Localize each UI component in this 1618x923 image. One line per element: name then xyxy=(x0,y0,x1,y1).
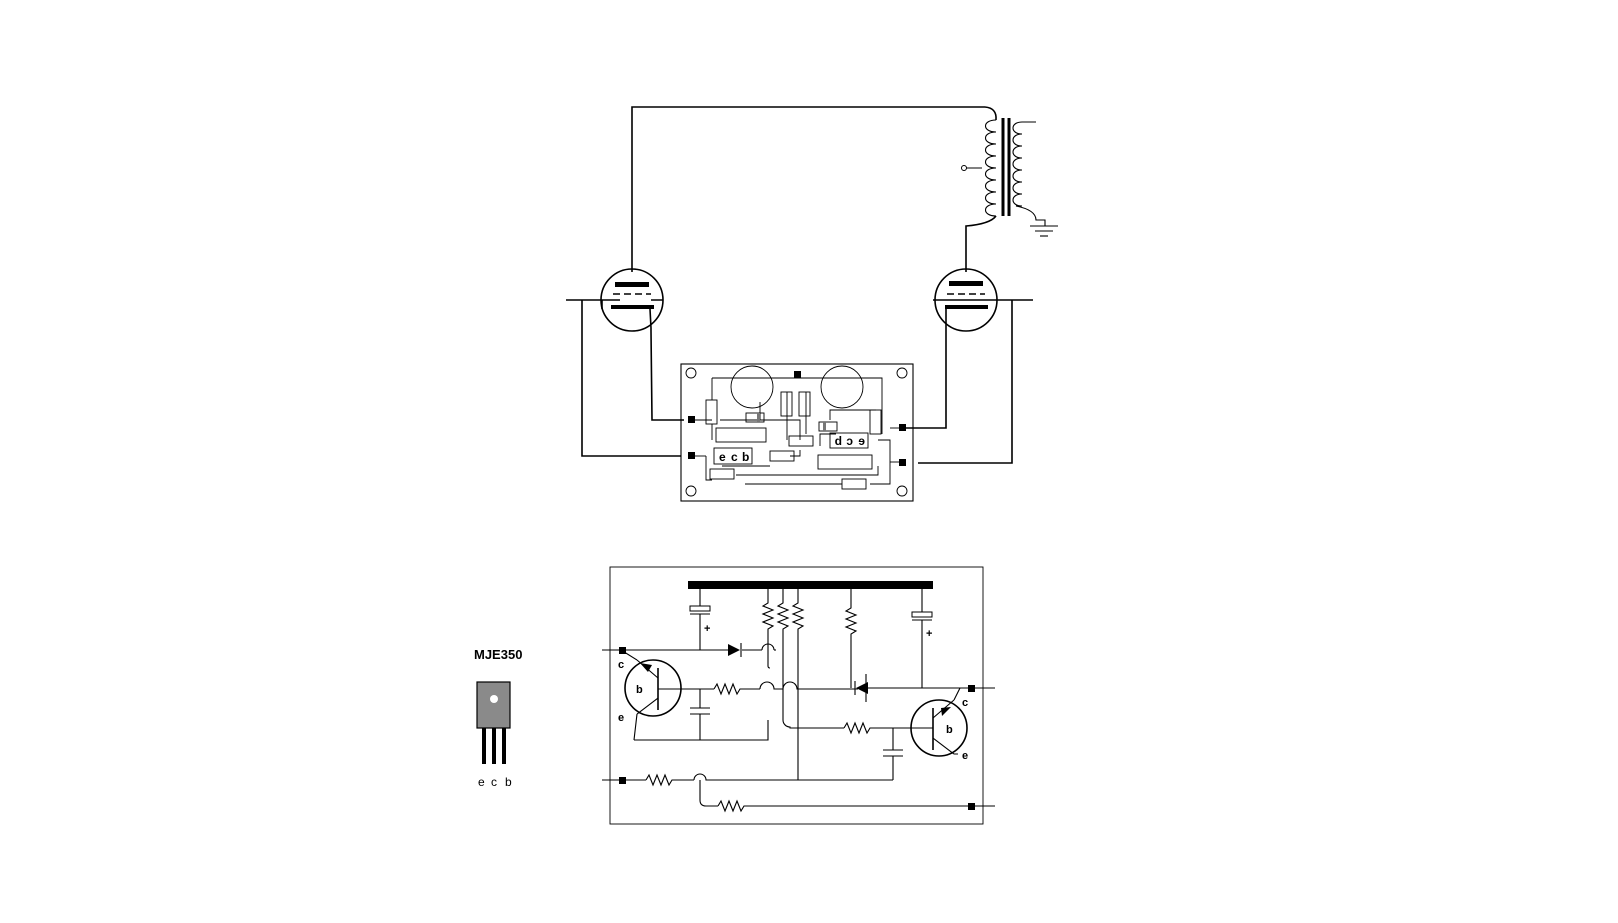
transistor-part-name: MJE350 xyxy=(474,647,522,662)
transformer-primary-winding xyxy=(961,119,997,272)
transistor-pin-e: e xyxy=(478,775,485,789)
output-tube-left xyxy=(566,268,684,457)
horizontal-resistor-bottom-right xyxy=(717,799,968,813)
bias-schematic: + + xyxy=(602,566,995,825)
vertical-resistor-2 xyxy=(776,589,790,720)
horizontal-resistor-left-base xyxy=(713,682,760,696)
diode-left xyxy=(728,643,742,657)
plate-wire-corner xyxy=(984,106,997,121)
pcb-transistor-right xyxy=(829,432,869,449)
transistor-right-symbol: c b e xyxy=(910,687,968,762)
diode-right xyxy=(854,674,868,702)
pcb-pad-right-2 xyxy=(899,459,906,466)
plate-wire-left xyxy=(631,106,985,272)
horizontal-resistor-bottom-left xyxy=(645,773,694,787)
pcb-capacitor-outline-left xyxy=(730,365,774,409)
transformer-secondary-winding xyxy=(1012,121,1046,226)
right-transistor-b: b xyxy=(946,724,953,736)
pcb-pad-left-2 xyxy=(688,452,695,459)
left-transistor-e: e xyxy=(618,712,624,724)
tube-left-grid-wire xyxy=(581,300,681,457)
pcb-capacitor-outline-right xyxy=(820,365,864,409)
cap-right-plus: + xyxy=(926,628,932,640)
schematic-frame xyxy=(609,566,984,825)
transistor-package xyxy=(476,681,511,729)
pcb-pad-left-1 xyxy=(688,416,695,423)
plate-wire-right xyxy=(965,215,997,272)
vertical-resistor-3 xyxy=(791,589,805,780)
pcb-transistor-left-pin-c: c xyxy=(731,450,738,464)
tube-right-grid-wire xyxy=(918,300,1013,464)
tube-left-cathode-wire xyxy=(649,308,684,421)
pcb-transistor-right-pin-e: e xyxy=(858,434,865,448)
pcb-transistor-left-pin-e: e xyxy=(719,450,726,464)
transistor-pin-b: b xyxy=(505,775,512,789)
mje350-pinout: MJE350 e c b xyxy=(474,647,522,789)
ground-icon xyxy=(1030,225,1058,237)
pcb-transistor-right-pin-b: b xyxy=(835,434,842,448)
left-transistor-c: c xyxy=(618,659,624,671)
left-transistor-b: b xyxy=(636,684,643,696)
vertical-resistor-4 xyxy=(844,589,858,688)
transistor-left-symbol: c b e xyxy=(618,649,682,741)
tube-right-cathode-wire xyxy=(904,309,947,429)
right-transistor-e: e xyxy=(962,750,968,762)
pcb-layout: e c b e c b xyxy=(680,363,914,502)
cap-left-plus: + xyxy=(704,623,710,635)
pcb-outline xyxy=(680,363,914,502)
vertical-resistor-1 xyxy=(761,589,775,643)
pcb-transistor-left xyxy=(713,447,753,465)
transistor-pin-c: c xyxy=(491,775,497,789)
supply-bus-bar xyxy=(688,581,933,589)
output-stage xyxy=(566,106,1058,464)
pcb-transistor-right-pin-c: c xyxy=(846,434,853,448)
output-tube-right xyxy=(904,268,1033,464)
right-transistor-c: c xyxy=(962,697,968,709)
pcb-pad-right-1 xyxy=(899,424,906,431)
horizontal-resistor-right-base xyxy=(843,721,933,735)
pcb-transistor-left-pin-b: b xyxy=(742,450,749,464)
